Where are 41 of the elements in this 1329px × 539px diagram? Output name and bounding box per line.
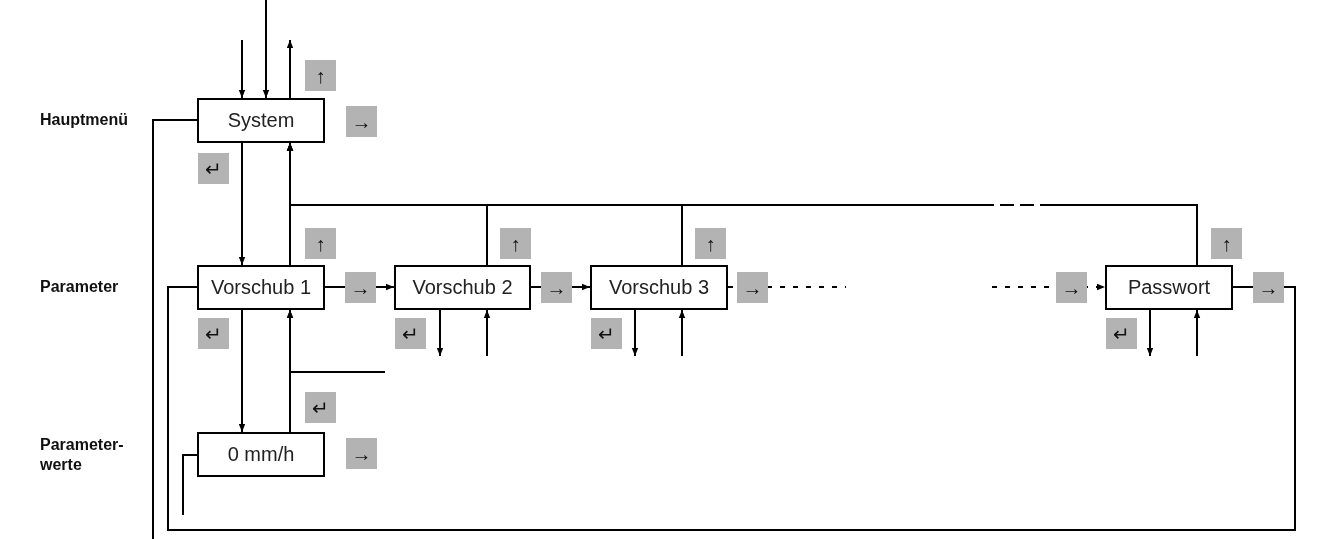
edge-label: → (541, 272, 572, 303)
menu-box: Passwort (1105, 265, 1233, 310)
edge-label: ↑ (695, 228, 726, 259)
menu-box: Vorschub 3 (590, 265, 728, 310)
key-label: → (346, 106, 377, 137)
connector-line (238, 142, 246, 266)
menu-box: System (197, 98, 325, 143)
level-label: Parameter- werte (40, 435, 125, 475)
arrow (286, 39, 294, 99)
menu-box: 0 mm/h (197, 432, 325, 477)
edge-label: ↵ (198, 153, 229, 184)
edge-label: ↑ (305, 228, 336, 259)
edge-label: → (1056, 272, 1087, 303)
arrow (436, 309, 444, 357)
edge-label: ↵ (395, 318, 426, 349)
arrow (483, 309, 491, 357)
edge-label: ↵ (305, 392, 336, 423)
arrow (1193, 309, 1201, 357)
key-label: → (346, 438, 377, 469)
connector-line (286, 142, 1198, 266)
arrow (678, 309, 686, 357)
edge-label: ↵ (1106, 318, 1137, 349)
menu-box: Vorschub 2 (394, 265, 531, 310)
edge-label: → (1253, 272, 1284, 303)
menu-box: Vorschub 1 (197, 265, 325, 310)
connector-line (167, 286, 1296, 531)
arrow (238, 39, 246, 99)
edge-label: → (345, 272, 376, 303)
edge-label: ↵ (198, 318, 229, 349)
edge-label: → (737, 272, 768, 303)
arrow (262, 0, 270, 99)
arrow (286, 309, 386, 373)
level-label: Parameter (40, 277, 120, 297)
edge-label: ↑ (500, 228, 531, 259)
level-label: Hauptmenü (40, 110, 129, 130)
edge-label: ↵ (591, 318, 622, 349)
arrow (631, 309, 639, 357)
connector-line (238, 309, 246, 433)
edge-label: ↑ (305, 60, 336, 91)
arrow (1146, 309, 1154, 357)
edge-label: ↑ (1211, 228, 1242, 259)
